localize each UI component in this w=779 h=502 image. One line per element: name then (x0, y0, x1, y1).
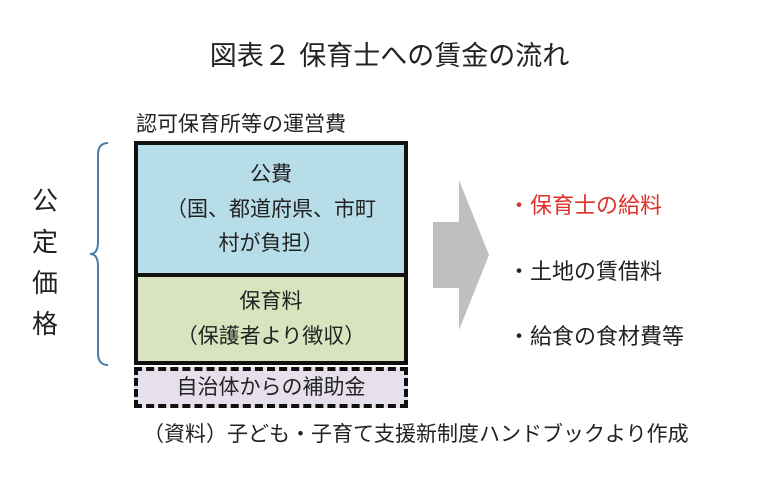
public-funds-box: 公費 （国、都道府県、市町 村が負担） (134, 141, 408, 277)
output-item-childcare-salary: ・保育士の給料 (508, 194, 663, 219)
source-note: （資料）子ども・子育て支援新制度ハンドブックより作成 (143, 422, 689, 446)
municipal-subsidy-label: 自治体からの補助金 (176, 374, 366, 399)
official-price-char: 公 (31, 187, 58, 217)
official-price-char: 価 (31, 269, 58, 299)
public-funds-note: （国、都道府県、市町 (166, 196, 376, 221)
childcare-fee-note: （保護者より徴収） (176, 324, 366, 348)
childcare-fee-box: 保育料 （保護者より徴収） (134, 273, 408, 365)
official-price-label: 公 定 価 格 (28, 182, 62, 346)
output-item-land-rent: ・土地の賃借料 (508, 260, 663, 285)
operating-cost-header: 認可保育所等の運営費 (136, 112, 346, 136)
diagram-title: 図表２ 保育士への賃金の流れ (209, 41, 570, 72)
flow-arrow-icon (433, 180, 489, 330)
childcare-fee-title: 保育料 (239, 289, 303, 314)
official-price-char: 定 (31, 228, 58, 258)
output-item-food-cost: ・給食の食材費等 (508, 325, 685, 350)
official-price-char: 格 (31, 310, 58, 340)
municipal-subsidy-box: 自治体からの補助金 (134, 367, 408, 408)
curly-brace (89, 142, 109, 366)
public-funds-note: 村が負担） (218, 231, 324, 256)
public-funds-title: 公費 (250, 162, 292, 187)
